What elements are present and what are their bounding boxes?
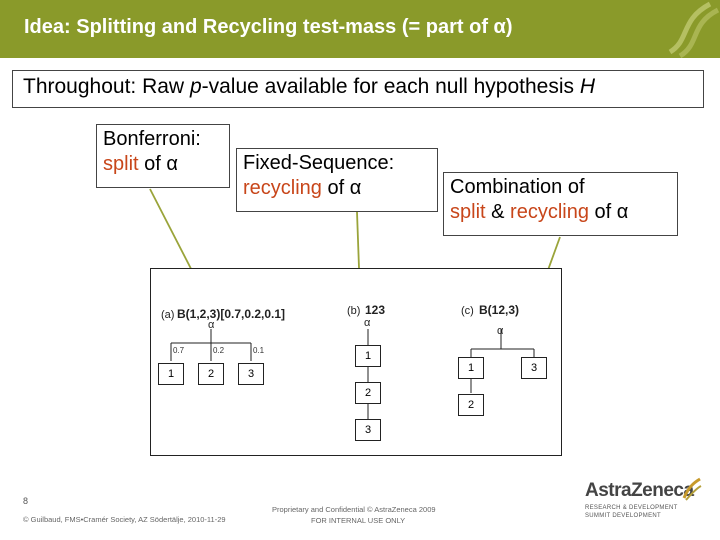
- hypothesis-node: 2: [458, 394, 484, 416]
- author-footer: © Guilbaud, FMS•Cramér Society, AZ Söder…: [23, 515, 226, 524]
- logo-subtitle: RESEARCH & DEVELOPMENT SUMMIT DEVELOPMEN…: [585, 504, 678, 520]
- confidential-footer: Proprietary and Confidential © AstraZene…: [272, 505, 436, 514]
- hypothesis-node: 2: [355, 382, 381, 404]
- hypothesis-node: 3: [521, 357, 547, 379]
- weight-label: 0.7: [173, 346, 184, 355]
- panel-c-formula: B(12,3): [479, 303, 519, 317]
- hypothesis-node: 1: [458, 357, 484, 379]
- page-number: 8: [23, 496, 28, 506]
- internal-use-footer: FOR INTERNAL USE ONLY: [311, 516, 405, 525]
- panel-b-alpha: α: [364, 317, 370, 329]
- panel-c-alpha: α: [497, 325, 503, 337]
- panel-b-formula: 123: [365, 303, 385, 317]
- graph-figure: (a) B(1,2,3)[0.7,0.2,0.1] α 0.7 0.2 0.1 …: [150, 268, 562, 456]
- panel-a-alpha: α: [208, 319, 214, 331]
- hypothesis-node: 3: [355, 419, 381, 441]
- logo-swirl-icon: [681, 476, 703, 502]
- weight-label: 0.2: [213, 346, 224, 355]
- panel-a-label: (a): [161, 309, 174, 321]
- panel-c-label: (c): [461, 305, 474, 317]
- logo-wordmark: AstraZeneca: [585, 480, 694, 502]
- hypothesis-node: 3: [238, 363, 264, 385]
- astrazeneca-logo: AstraZeneca RESEARCH & DEVELOPMENT SUMMI…: [585, 476, 703, 526]
- panel-b-label: (b): [347, 305, 360, 317]
- hypothesis-node: 1: [355, 345, 381, 367]
- hypothesis-node: 1: [158, 363, 184, 385]
- weight-label: 0.1: [253, 346, 264, 355]
- hypothesis-node: 2: [198, 363, 224, 385]
- panel-a-formula: B(1,2,3)[0.7,0.2,0.1]: [177, 307, 285, 321]
